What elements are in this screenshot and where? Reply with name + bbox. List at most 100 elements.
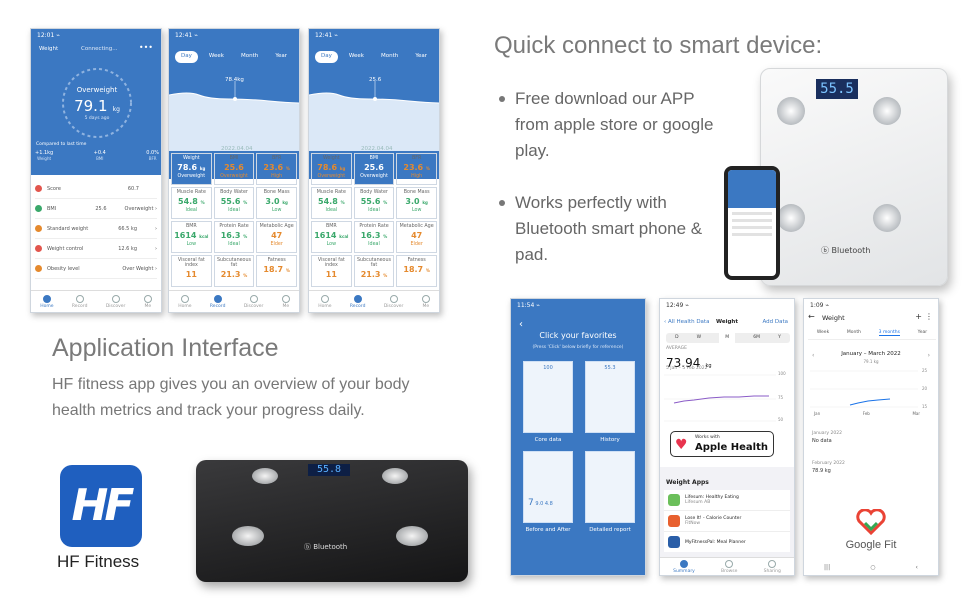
tab-record[interactable]: Record [350,294,365,309]
back-triangle-icon[interactable]: ‹ [915,564,918,571]
status-bar: 11:54 ⌁ [511,299,645,313]
back-link[interactable]: ‹ All Health Data [664,319,710,325]
back-chevron-icon[interactable]: ‹ [519,319,523,330]
tab-summary[interactable]: Summary [673,559,695,574]
chart-area [169,93,299,151]
tab-home[interactable]: Home [40,294,53,309]
detailed-report-card[interactable] [585,451,635,523]
weight-history-chart[interactable] [664,373,792,423]
tab-sharing[interactable]: Sharing [764,559,781,574]
segment-year[interactable]: Year [275,53,287,59]
segment-6m[interactable]: 6M [753,335,760,340]
application-interface-heading: Application Interface [52,334,279,362]
tab-me[interactable]: Me [421,294,430,309]
range-sub: 79.1 kg [863,359,879,364]
segment-day[interactable]: Day [175,51,198,63]
tab-me[interactable]: Me [281,294,290,309]
home-circle-icon[interactable]: ○ [870,564,876,571]
tab-browse[interactable]: Browse [721,559,737,574]
back-arrow-icon[interactable]: ← [808,312,815,321]
average-value: 73.94 kg [666,356,712,370]
add-data-button[interactable]: Add Data [762,319,788,325]
core-data-card[interactable]: 100 [523,361,573,433]
status-time: 12:41 ⌁ [175,32,198,39]
screen-title: Weight [822,314,845,322]
weight-trend-chart[interactable] [169,81,300,151]
chart-point [233,97,237,101]
segment-month[interactable]: Month [241,53,259,59]
axis-label: 50 [778,417,784,422]
grid-icon [725,559,734,568]
segment-y[interactable]: Y [778,335,781,340]
tab-record[interactable]: Record [210,294,225,309]
list-item[interactable]: MyFitnessPal: Meal Planner [664,532,790,552]
user-label[interactable]: Weight [39,46,59,52]
segment-month[interactable]: Month [381,53,399,59]
tab-year[interactable]: Year [917,330,928,335]
more-icon[interactable]: ••• [138,43,153,52]
tab-3-months[interactable]: 3 months [878,330,900,336]
smartphone-device [724,166,780,280]
tab-home[interactable]: Home [318,294,331,309]
tab-discover[interactable]: Discover [106,294,125,309]
bmi-trend-chart[interactable] [309,81,440,151]
tab-me[interactable]: Me [143,294,152,309]
next-chevron-icon[interactable]: › [927,352,930,359]
segment-week[interactable]: Week [208,53,224,59]
tab-month[interactable]: Month [846,330,861,335]
segment-w[interactable]: W [696,335,702,340]
history-card[interactable]: 55.3 [585,361,635,433]
weight-gauge [62,68,132,138]
tab-home[interactable]: Home [178,294,191,309]
segment-day[interactable]: Day [315,51,338,63]
bar-chart-icon [213,294,222,303]
app-record-bmi-screen: 12:41 ⌁ Day Week Month Year 25.6 2022.04… [308,28,440,313]
before-after-card[interactable]: 7 9.0 4.8 [523,451,573,523]
recents-icon[interactable]: ||| [824,564,831,571]
segment-d[interactable]: D [675,335,679,340]
tab-record[interactable]: Record [72,294,87,309]
tab-week[interactable]: Week [816,330,830,335]
segment-year[interactable]: Year [415,53,427,59]
tab-discover[interactable]: Discover [384,294,403,309]
segment-m[interactable]: M [719,333,736,343]
segment-week[interactable]: Week [348,53,364,59]
weight-history-chart[interactable] [810,369,930,413]
prev-chevron-icon[interactable]: ‹ [812,352,815,359]
add-icon[interactable]: + [915,312,922,321]
more-vert-icon[interactable]: ⋮ [925,312,933,321]
smartphone-screen [728,170,776,276]
tab-discover[interactable]: Discover [244,294,263,309]
